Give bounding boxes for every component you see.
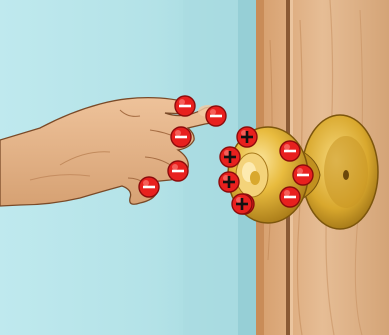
negative-charge-icon <box>139 177 159 197</box>
positive-charge-icon <box>232 194 252 214</box>
negative-charge-icon <box>206 106 226 126</box>
negative-charge-icon <box>280 187 300 207</box>
negative-charge-icon <box>293 165 313 185</box>
positive-charge-icon <box>220 147 240 167</box>
negative-charge-icon <box>171 127 191 147</box>
negative-charge-icon <box>280 141 300 161</box>
positive-charge-icon <box>219 172 239 192</box>
positive-charge-icon <box>237 127 257 147</box>
negative-charge-icon <box>168 161 188 181</box>
negative-charge-icon <box>175 96 195 116</box>
